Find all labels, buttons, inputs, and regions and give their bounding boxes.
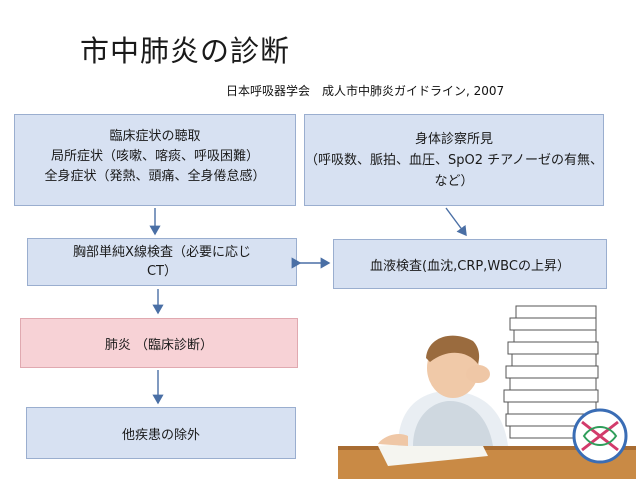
clinical-history-heading: 臨床症状の聴取 (109, 129, 201, 144)
exclusion-text: 他疾患の除外 (121, 427, 200, 443)
pneumonia-diagnosis-box: 肺炎 （臨床診断） (20, 318, 298, 368)
systemic-symptoms-text: 全身症状（発熱、頭痛、全身倦怠感） (44, 169, 266, 184)
physical-exam-heading: 身体診察所見 (414, 131, 493, 147)
local-symptoms-text: 局所症状（咳嗽、喀痰、呼吸困難） (50, 149, 259, 164)
slide-subtitle: 日本呼吸器学会 成人市中肺炎ガイドライン, 2007 (226, 84, 505, 98)
hospital-logo (572, 408, 628, 464)
chest-xray-text-2: CT） (146, 264, 178, 279)
blood-test-box: 血液検査(血沈,CRP,WBCの上昇） (333, 239, 607, 289)
physical-exam-detail: （呼吸数、脈拍、血圧、SpO2 チアノーゼの有無、など） (305, 152, 603, 189)
arrow-exam-to-blood (445, 207, 467, 237)
pneumonia-diagnosis-text: 肺炎 （臨床診断） (104, 337, 214, 353)
student-photo (338, 305, 636, 479)
exclusion-box: 他疾患の除外 (26, 407, 296, 459)
clinical-history-box: 臨床症状の聴取 局所症状（咳嗽、喀痰、呼吸困難） 全身症状（発熱、頭痛、全身倦怠… (14, 114, 296, 206)
slide-title: 市中肺炎の診断 (80, 34, 291, 68)
physical-exam-box: 身体診察所見 （呼吸数、脈拍、血圧、SpO2 チアノーゼの有無、など） (304, 114, 604, 206)
chest-xray-text-1: 胸部単純X線検査（必要に応じ (73, 245, 251, 260)
chest-xray-box: 胸部単純X線検査（必要に応じ CT） (27, 238, 297, 286)
blood-test-text: 血液検査(血沈,CRP,WBCの上昇） (370, 258, 570, 274)
